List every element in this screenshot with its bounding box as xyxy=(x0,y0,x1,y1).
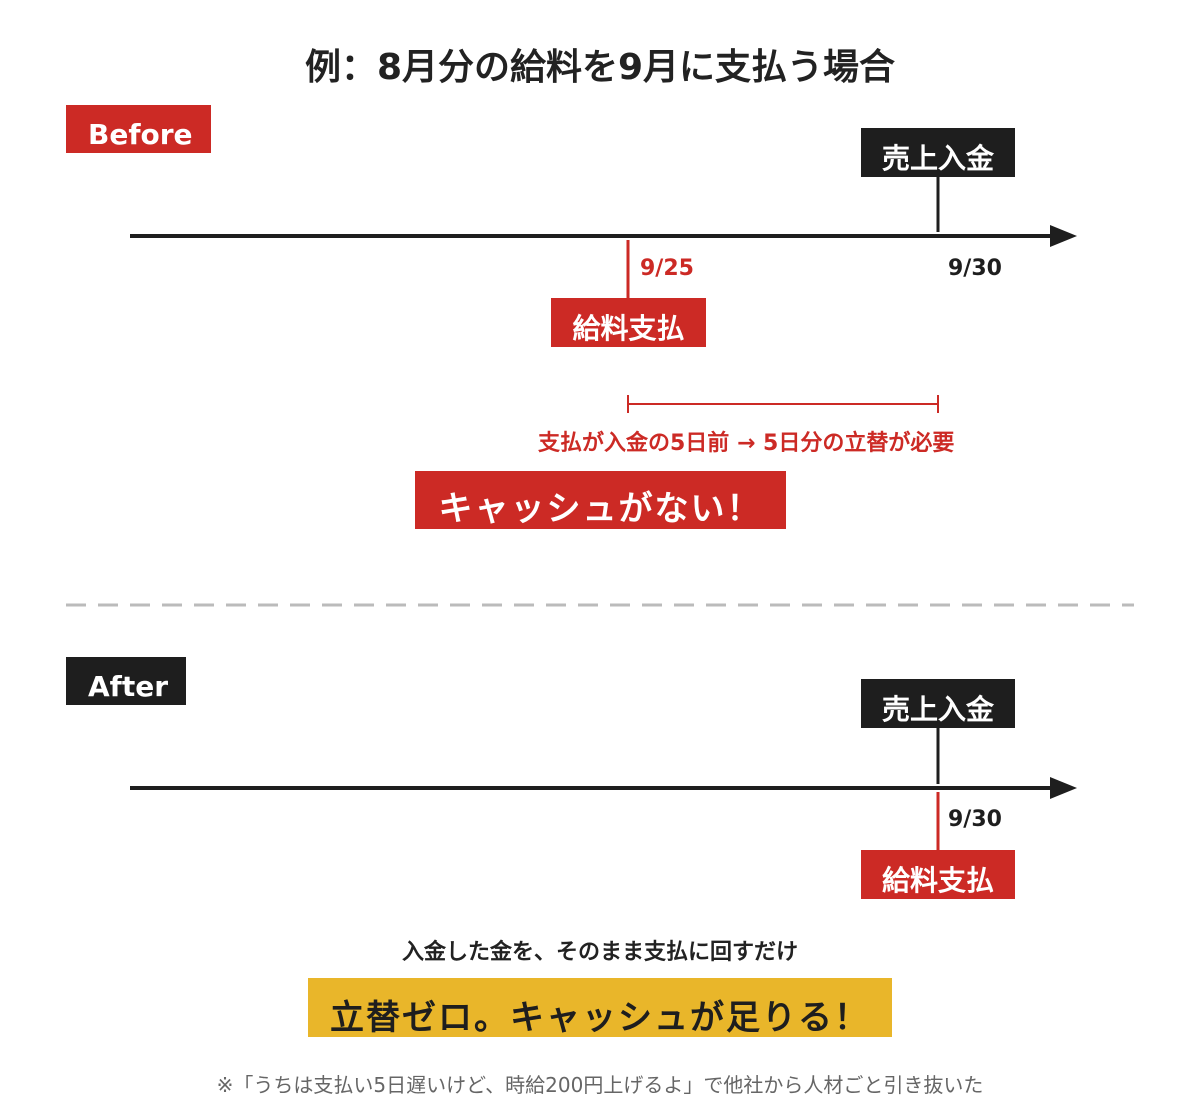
footnote: ※「うちは支払い5日遅いけど、時給200円上げるよ」で他社から人材ごと引き抜いた xyxy=(216,1073,984,1097)
before-sales-label: 売上入金 xyxy=(861,128,1015,177)
diagram-title: 例：8月分の給料を9月に支払う場合 xyxy=(304,47,896,88)
gap-note: 支払が入金の5日前 → 5日分の立替が必要 xyxy=(538,431,955,456)
after-timeline-arrowhead xyxy=(1050,777,1077,799)
before-timeline-arrowhead xyxy=(1050,225,1077,247)
after-tag: After xyxy=(66,657,186,705)
before-conclusion: キャッシュがない！ xyxy=(415,471,786,529)
before-sales-date: 9/30 xyxy=(948,256,1002,281)
after-sales-label: 売上入金 xyxy=(861,679,1015,728)
before-pay-label: 給料支払 xyxy=(551,298,706,347)
after-date: 9/30 xyxy=(948,807,1002,832)
after-conclusion: 立替ゼロ。キャッシュが足りる！ xyxy=(308,978,892,1037)
before-tag: Before xyxy=(66,105,211,153)
before-pay-date: 9/25 xyxy=(640,256,694,281)
after-pay-label: 給料支払 xyxy=(861,850,1015,899)
after-explanation: 入金した金を、そのまま支払に回すだけ xyxy=(401,940,798,965)
